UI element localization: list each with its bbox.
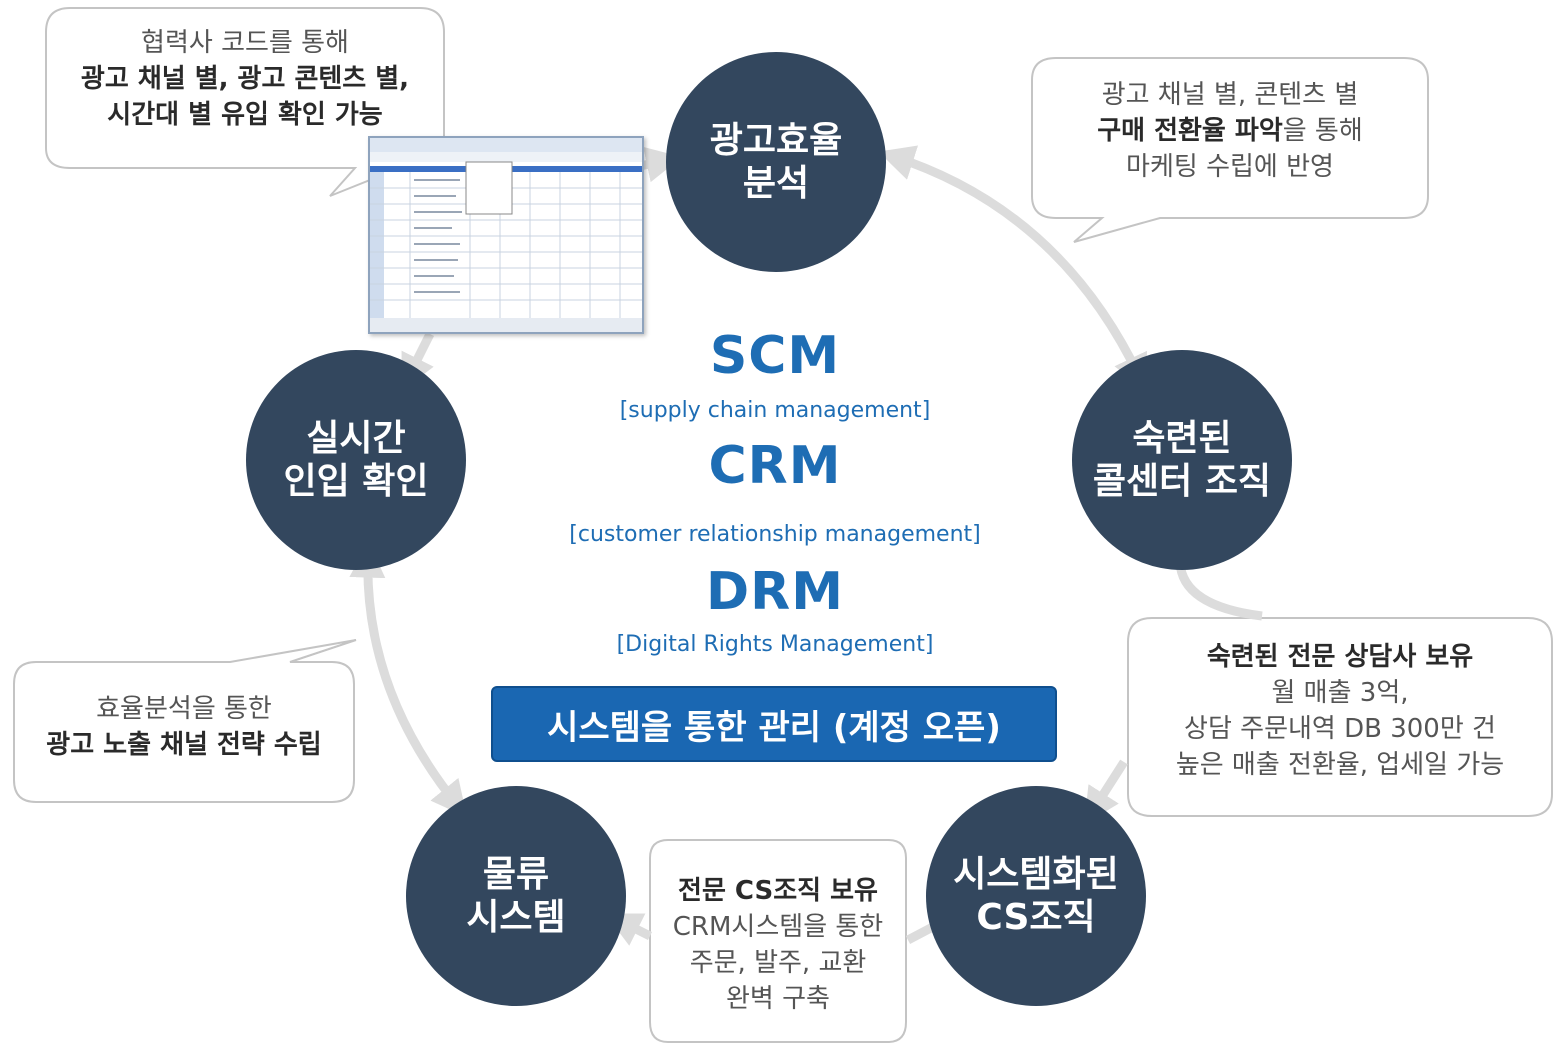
drm-heading: DRM	[706, 562, 844, 622]
node-label-line: 물류	[482, 853, 550, 895]
node-label-line: 시스템	[466, 897, 566, 938]
node-label-line: 인입 확인	[283, 461, 429, 502]
bubble-line: 협력사 코드를 통해	[141, 28, 349, 58]
scm-fullname: [supply chain management]	[619, 398, 931, 423]
bubble-line: 높은 매출 전환율, 업세일 가능	[1175, 749, 1505, 780]
node-realtime-inflow-check: 실시간 인입 확인	[246, 350, 466, 570]
bubble-emphasis: 구매 전환율 파악	[1097, 115, 1283, 146]
node-label-line: 숙련된	[1132, 417, 1232, 459]
arrow-callcenter-to-cs	[1092, 561, 1263, 812]
bubble-line-rest: 을 통해	[1282, 115, 1363, 146]
bubble-line: CRM시스템을 통한	[672, 911, 884, 942]
bubble-line-bold: 시간대 별 유입 확인 가능	[107, 99, 383, 130]
bubble-line-bold: 숙련된 전문 상담사 보유	[1206, 642, 1474, 672]
node-skilled-call-center: 숙련된 콜센터 조직	[1072, 350, 1292, 570]
node-systematized-cs-org: 시스템화된 CS조직	[926, 786, 1146, 1006]
bubble-line: 상담 주문내역 DB 300만 건	[1184, 713, 1496, 744]
bubble-line-bold: 광고 노출 채널 전략 수립	[46, 729, 322, 760]
node-label-line: 광고효율	[709, 119, 843, 161]
scm-heading: SCM	[709, 326, 841, 386]
drm-fullname: [Digital Rights Management]	[616, 632, 934, 657]
crm-fullname: [customer relationship management]	[569, 522, 981, 547]
bubble-top-left-text: 협력사 코드를 통해 광고 채널 별, 광고 콘텐츠 별, 시간대 별 유입 확…	[48, 26, 442, 134]
bubble-line: 구매 전환율 파악을 통해	[1034, 114, 1426, 150]
bubble-line: 완벽 구축	[726, 983, 830, 1014]
bubble-right-text: 숙련된 전문 상담사 보유 월 매출 3억, 상담 주문내역 DB 300만 건…	[1130, 640, 1550, 784]
bubble-line: 효율분석을 통한	[96, 694, 272, 724]
bubble-top-right-text: 광고 채널 별, 콘텐츠 별 구매 전환율 파악을 통해 마케팅 수립에 반영	[1034, 78, 1426, 186]
node-label-line: 콜센터 조직	[1092, 461, 1272, 502]
node-label-line: CS조직	[976, 897, 1096, 938]
crm-heading: CRM	[708, 436, 842, 496]
node-label-line: 실시간	[306, 417, 406, 459]
bubble-top-left-shape	[45, 7, 445, 197]
bubble-line: 마케팅 수립에 반영	[1126, 151, 1334, 182]
arrow-ad-to-callcenter	[878, 145, 1147, 391]
bubble-line: 주문, 발주, 교환	[689, 947, 867, 978]
arrow-logistics-to-realtime	[349, 541, 468, 818]
bubble-line-bold: 광고 채널 별, 광고 콘텐츠 별,	[80, 63, 410, 94]
node-logistics-system: 물류 시스템	[406, 786, 626, 1006]
node-label-line: 시스템화된	[953, 853, 1119, 895]
bubble-line: 광고 채널 별, 콘텐츠 별	[1101, 80, 1359, 110]
bubble-left-shape	[13, 639, 357, 803]
bubble-right-shape	[1127, 617, 1553, 817]
bubble-left-text: 효율분석을 통한 광고 노출 채널 전략 수립	[16, 692, 352, 764]
bubble-line: 월 매출 3억,	[1271, 677, 1409, 708]
bubble-bottom-shape	[649, 839, 907, 1043]
node-label-line: 분석	[742, 163, 810, 204]
arrow-screenshot-to-ad	[639, 146, 683, 183]
node-ad-efficiency-analysis: 광고효율 분석	[666, 52, 886, 272]
software-screenshot-thumbnail	[368, 136, 644, 334]
bubble-bottom-text: 전문 CS조직 보유 CRM시스템을 통한 주문, 발주, 교환 완벽 구축	[652, 874, 904, 1018]
system-management-banner: 시스템을 통한 관리 (계정 오픈)	[491, 686, 1057, 762]
bubble-line-bold: 전문 CS조직 보유	[678, 876, 878, 906]
